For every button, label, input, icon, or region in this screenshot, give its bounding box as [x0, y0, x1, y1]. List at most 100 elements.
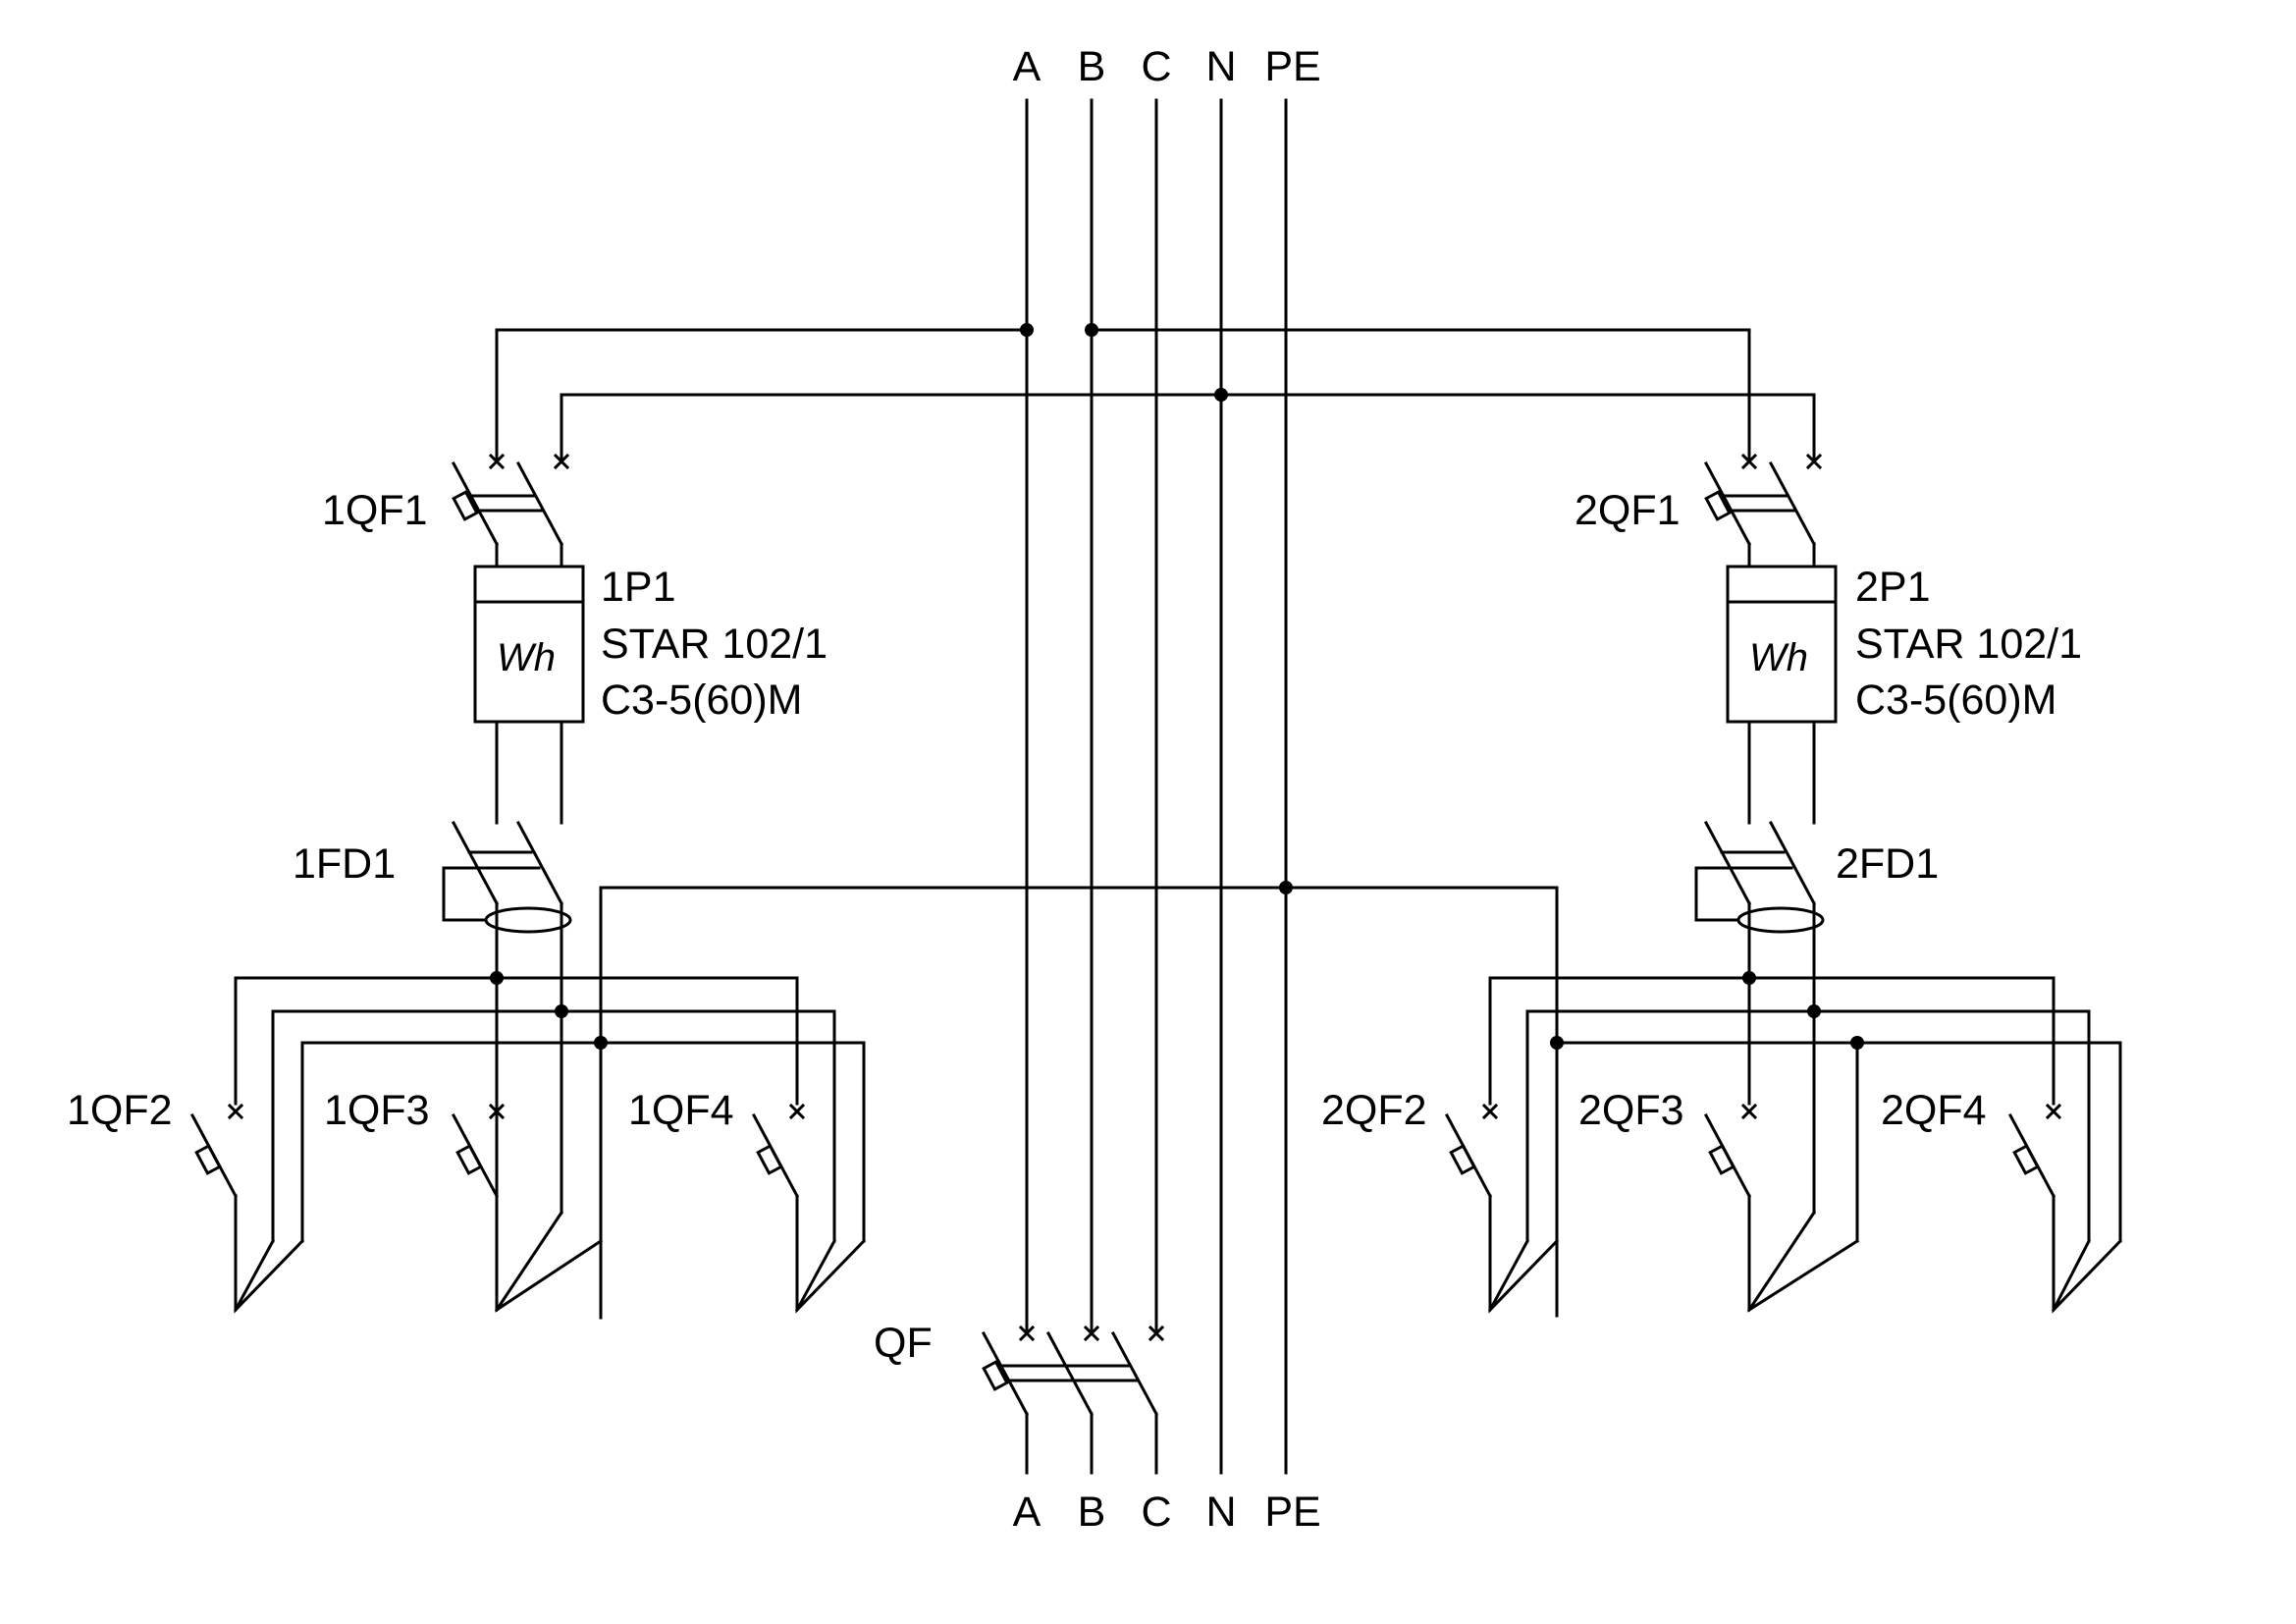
1p1-symbol: Wh	[497, 636, 556, 679]
left-panel: 1QF1 Wh 1P1 STAR 102/1 C3-5(60)M 1FD1	[67, 453, 867, 1314]
breaker-2qf4: 2QF4	[1881, 1087, 2123, 1314]
breaker-1qf4: 1QF4	[628, 1087, 867, 1314]
2qf2-label: 2QF2	[1321, 1087, 1427, 1134]
breaker-2qf3: 2QF3	[1578, 1041, 1860, 1313]
bus-labels-top: A B C N PE	[1013, 43, 1321, 90]
1qf1-out	[495, 542, 563, 568]
2qf2-outlet	[1487, 1194, 1560, 1314]
breaker-1qf3: 1QF3	[324, 1087, 604, 1313]
label-top-pe: PE	[1264, 43, 1320, 90]
qf-x-marks	[1018, 1325, 1165, 1342]
1qf4-outlet	[794, 1194, 867, 1314]
2qf4-label: 2QF4	[1881, 1087, 1987, 1134]
right-junction-pe-feed	[1550, 1036, 1564, 1050]
1p1-rating: C3-5(60)M	[601, 677, 803, 724]
right-junction-phase	[1742, 971, 1756, 985]
left-bus-phase	[234, 976, 799, 1106]
label-top-n: N	[1205, 43, 1236, 90]
2fd1-test-loop	[1694, 866, 1739, 922]
2qf2-x-mark	[1481, 1103, 1499, 1120]
2qf1-label: 2QF1	[1575, 487, 1681, 534]
1fd1-contacts	[451, 820, 564, 906]
left-junction-phase	[490, 971, 504, 985]
rcd-2fd1: 2FD1	[1694, 820, 1939, 1215]
1qf2-x-mark	[227, 1103, 244, 1120]
1fd1-out	[495, 901, 563, 1215]
2qf4-x-mark	[2045, 1103, 2062, 1120]
meter-2p1: Wh 2P1 STAR 102/1 C3-5(60)M	[1726, 564, 2082, 825]
2p1-label: 2P1	[1855, 564, 1931, 611]
1qf2-outlet	[233, 1194, 305, 1314]
label-bottom-n: N	[1205, 1489, 1236, 1536]
meter-1p1: Wh 1P1 STAR 102/1 C3-5(60)M	[473, 564, 828, 825]
2fd1-label: 2FD1	[1836, 840, 1939, 888]
1p1-out	[495, 720, 563, 825]
1qf4-trip-coil	[756, 1144, 783, 1175]
label-bottom-b: B	[1078, 1489, 1106, 1536]
1fd1-test-loop	[442, 866, 487, 922]
2qf3-outlet	[1746, 1041, 1860, 1313]
supply-taps	[495, 323, 1816, 1320]
1qf4-x-mark	[788, 1103, 806, 1120]
2qf3-trip-coil	[1708, 1144, 1735, 1175]
1qf1-x-marks	[488, 453, 570, 470]
qf-contacts	[981, 1330, 1159, 1417]
1qf3-trip-coil	[455, 1144, 483, 1175]
qf-linkage	[999, 1364, 1140, 1382]
tap-phase-b-right	[1090, 328, 1751, 463]
2p1-body	[1726, 565, 1838, 724]
1qf1-contacts	[451, 460, 564, 547]
breaker-2qf2: 2QF2	[1321, 1087, 1560, 1314]
1qf3-outlet	[494, 1194, 604, 1313]
2fd1-linkage	[1720, 850, 1793, 870]
2qf3-label: 2QF3	[1578, 1087, 1684, 1134]
bus-labels-bottom: A B C N PE	[1013, 1489, 1321, 1536]
breaker-2qf1: 2QF1	[1575, 453, 1823, 568]
2p1-symbol: Wh	[1749, 636, 1808, 679]
rcd-1fd1: 1FD1	[293, 820, 572, 1215]
busbars	[1025, 98, 1288, 1475]
2qf4-outlet	[2051, 1194, 2123, 1314]
left-junction-neutral	[555, 1004, 568, 1018]
1qf1-label: 1QF1	[322, 487, 428, 534]
qf-trip-coil	[982, 1360, 1009, 1391]
1qf2-trip-coil	[194, 1144, 222, 1175]
left-distribution	[234, 971, 866, 1243]
2qf4-trip-coil	[2012, 1144, 2040, 1175]
2fd1-out	[1747, 901, 1816, 1215]
1qf1-linkage	[469, 494, 545, 513]
2p1-model: STAR 102/1	[1855, 621, 2082, 668]
breaker-1qf2: 1QF2	[67, 1087, 305, 1314]
tap-neutral	[560, 393, 1816, 463]
1p1-model: STAR 102/1	[601, 621, 828, 668]
1p1-body	[473, 565, 585, 724]
1p1-label: 1P1	[601, 564, 676, 611]
2qf3-x-mark	[1740, 1103, 1758, 1120]
1qf3-x-mark	[488, 1103, 506, 1120]
2fd1-contacts	[1703, 820, 1817, 906]
junction-b	[1085, 323, 1098, 337]
right-junction-neutral	[1807, 1004, 1821, 1018]
main-breaker-qf: QF	[874, 1320, 1165, 1417]
label-top-c: C	[1141, 43, 1171, 90]
qf-label: QF	[874, 1320, 933, 1367]
label-bottom-a: A	[1013, 1489, 1041, 1536]
1fd1-linkage	[467, 850, 541, 870]
1qf1-trip-coil	[452, 490, 479, 521]
label-top-b: B	[1078, 43, 1106, 90]
1qf2-label: 1QF2	[67, 1087, 173, 1134]
right-panel: 2QF1 Wh 2P1 STAR 102/1 C3-5(60)M 2FD1	[1321, 453, 2123, 1314]
junction-a	[1020, 323, 1034, 337]
right-bus-pe	[1555, 1041, 2122, 1243]
label-top-a: A	[1013, 43, 1041, 90]
right-bus-phase	[1488, 976, 2056, 1106]
left-junction-pe	[594, 1036, 608, 1050]
2qf1-x-marks	[1740, 453, 1823, 470]
2fd1-sensor-ring	[1736, 906, 1825, 934]
1qf4-label: 1QF4	[628, 1087, 734, 1134]
tap-phase-a-left	[495, 328, 1029, 463]
label-bottom-pe: PE	[1264, 1489, 1320, 1536]
2p1-rating: C3-5(60)M	[1855, 677, 2057, 724]
2qf1-trip-coil	[1704, 490, 1732, 521]
